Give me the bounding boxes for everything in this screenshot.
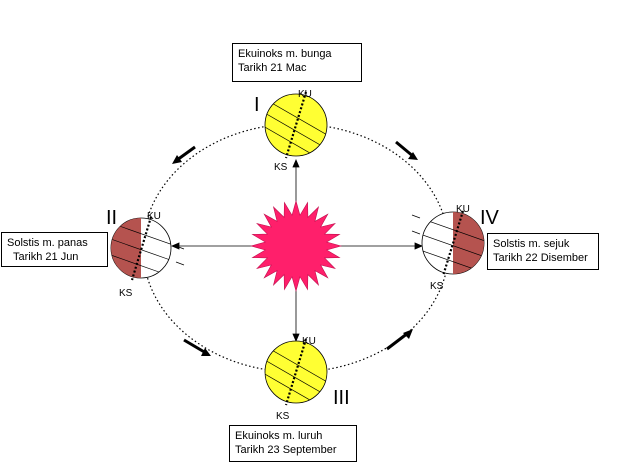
orbit-arrow-lower-right xyxy=(386,329,413,351)
orbit-arrow-upper-left xyxy=(172,145,196,164)
earth-position-iii: III KU KS xyxy=(264,336,350,422)
caption-box-bottom: Ekuinoks m. luruh Tarikh 23 September xyxy=(229,425,357,462)
sun-rays xyxy=(170,158,424,343)
caption-line2: Tarikh 23 September xyxy=(235,444,337,456)
pole-label-north: KU xyxy=(456,204,470,215)
pole-label-south: KS xyxy=(119,288,133,299)
earth-position-i: I KU KS xyxy=(254,89,328,173)
roman-numeral-iii: III xyxy=(333,387,350,409)
caption-box-top: Ekuinoks m. bunga Tarikh 21 Mac xyxy=(232,43,362,82)
caption-box-left: Solstis m. panas Tarikh 21 Jun xyxy=(1,232,108,267)
roman-numeral-iv: IV xyxy=(480,207,500,229)
earth-axis xyxy=(284,91,308,159)
caption-line1: Ekuinoks m. bunga xyxy=(238,48,332,60)
earth-position-ii: II KU KS xyxy=(106,207,185,299)
pole-label-north: KU xyxy=(147,211,161,222)
caption-box-right: Solstis m. sejuk Tarikh 22 Disember xyxy=(487,233,599,270)
caption-line1: Ekuinoks m. luruh xyxy=(235,430,323,442)
sun-shape xyxy=(249,199,343,293)
roman-numeral-ii: II xyxy=(106,207,117,229)
caption-line1: Solstis m. panas xyxy=(7,237,88,249)
caption-line2: Tarikh 22 Disember xyxy=(493,252,588,264)
earth-position-iv: IV KU KS xyxy=(411,204,500,292)
earth-axis xyxy=(284,338,308,406)
pole-label-south: KS xyxy=(274,162,288,173)
caption-line1: Solstis m. sejuk xyxy=(493,238,570,250)
caption-line2: Tarikh 21 Mac xyxy=(238,62,307,74)
pole-label-south: KS xyxy=(276,411,290,422)
pole-label-north: KU xyxy=(302,336,316,347)
roman-numeral-i: I xyxy=(254,94,260,116)
orbit-arrow-upper-right xyxy=(395,140,418,160)
earth-axis xyxy=(130,216,153,281)
pole-label-north: KU xyxy=(298,89,312,100)
orbit-arrow-lower-left xyxy=(183,338,211,356)
earth-axis xyxy=(441,210,465,277)
caption-line2: Tarikh 21 Jun xyxy=(13,251,79,263)
pole-label-south: KS xyxy=(430,281,444,292)
